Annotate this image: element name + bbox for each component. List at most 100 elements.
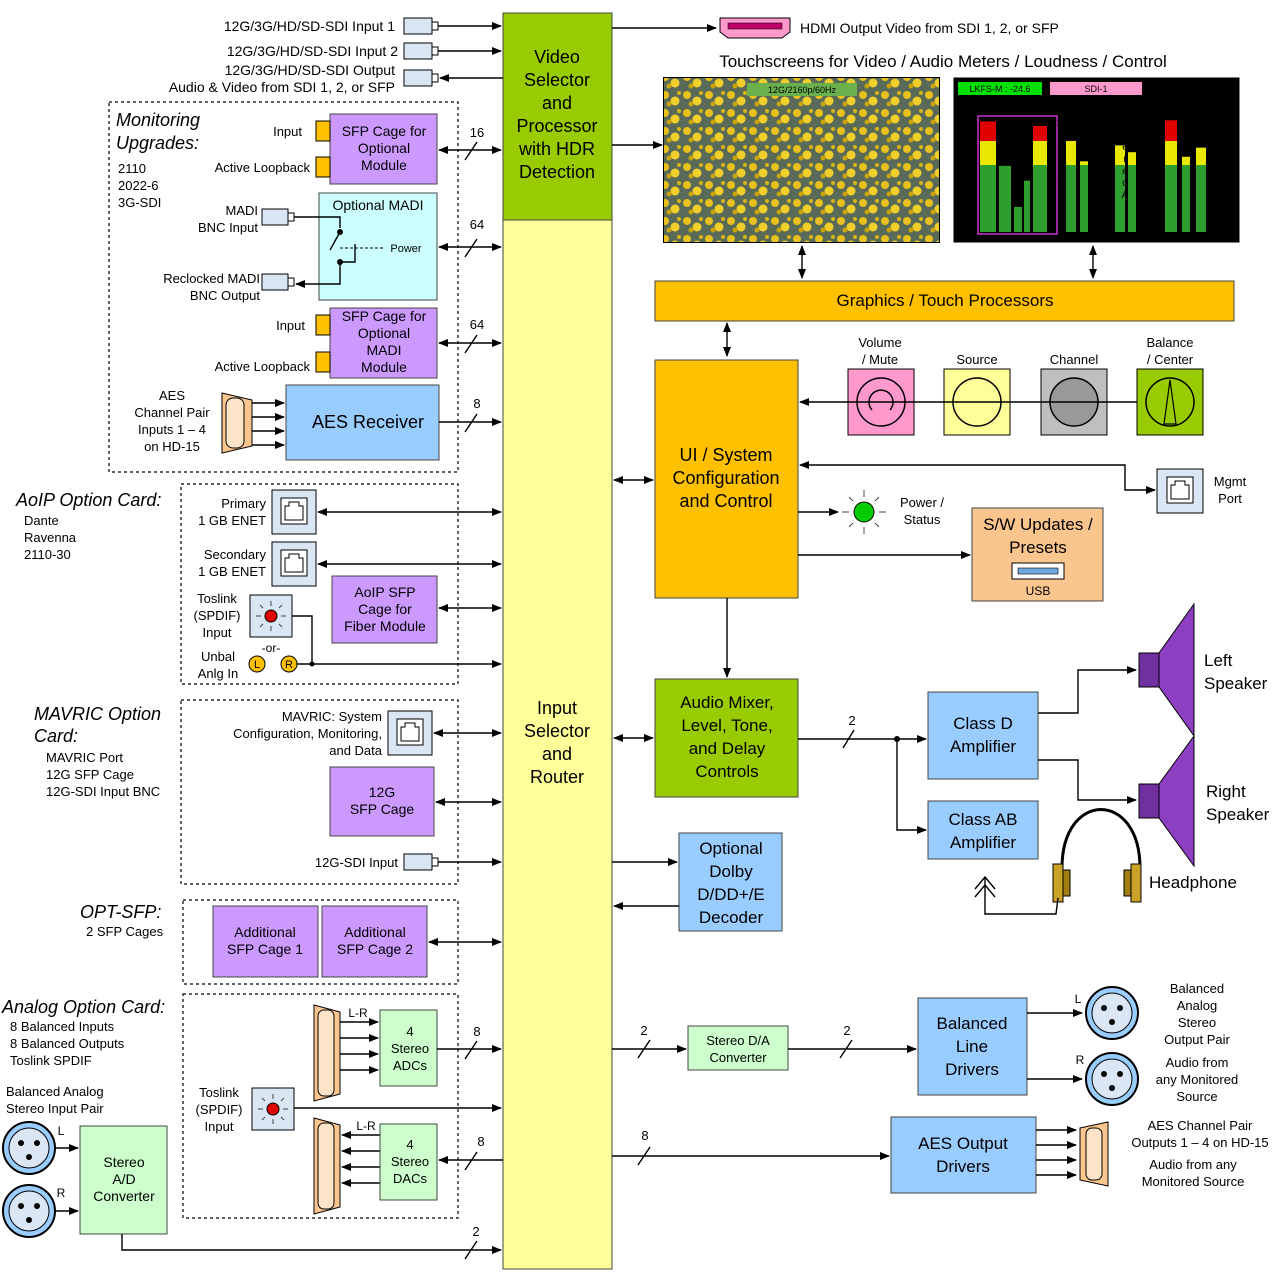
ui-system-block xyxy=(654,359,799,599)
sw-label: S/W Updates /Presets xyxy=(983,515,1093,557)
meter-selection-frame xyxy=(977,115,1058,235)
madi-sfp-loopback-label: Active Loopback xyxy=(215,359,311,374)
meter-bar xyxy=(1196,165,1206,232)
meter-bar xyxy=(1033,165,1047,232)
db25-output-connector-icon xyxy=(313,1117,341,1215)
video-selector-block xyxy=(502,12,613,221)
madi-sfp-bus-label: 64 xyxy=(470,317,484,332)
madi-title: Optional MADI xyxy=(332,197,423,213)
sfp-bus-label: 16 xyxy=(470,125,484,140)
left-speaker-icon xyxy=(1138,602,1195,738)
hdmi-output-label: HDMI Output Video from SDI 1, 2, or SFP xyxy=(800,20,1059,36)
da-bus-in-label: 2 xyxy=(640,1023,647,1038)
video-resolution-badge xyxy=(747,83,857,96)
meter-scale-right: -30 xyxy=(1222,159,1234,168)
meter-bar xyxy=(1128,165,1136,232)
meter-scale-left: -30 xyxy=(960,159,972,168)
monitoring-upgrades-frame xyxy=(108,101,459,473)
meter-scale-left: -00 xyxy=(960,114,972,123)
madi-bnc-output-icon xyxy=(261,273,295,291)
meter-bar xyxy=(1165,141,1177,165)
stereo-dacs-block xyxy=(379,1123,438,1201)
meter-bar xyxy=(1066,141,1076,165)
power-label: Power /Status xyxy=(900,495,944,527)
meter-bar xyxy=(980,121,996,141)
meter-scale-left: -40 xyxy=(960,180,972,189)
opt-sfp-sub: 2 SFP Cages xyxy=(86,924,164,939)
xlr-output-left-icon xyxy=(1085,986,1139,1040)
meter-scale-left: -20 xyxy=(960,137,972,146)
stereo-ad-converter-block xyxy=(79,1125,168,1235)
graphics-processor-block xyxy=(654,280,1235,322)
meter-scale-right: -00 xyxy=(1222,114,1234,123)
right-speaker-icon xyxy=(1138,734,1195,868)
loudness-label: LKFS-M : -24.6 xyxy=(969,84,1030,94)
meter-bar xyxy=(1066,165,1076,232)
aoip-or-label: -or- xyxy=(262,641,281,655)
source-badge xyxy=(1050,82,1142,95)
aoip-toslink-icon xyxy=(249,594,293,638)
secondary-ethernet-port-icon xyxy=(271,541,317,587)
sw-updates-block xyxy=(971,507,1104,602)
dac-lr-label: L-R xyxy=(356,1119,376,1133)
meter-bar xyxy=(1128,152,1136,165)
headphone-label: Headphone xyxy=(1149,873,1237,892)
meter-bar xyxy=(1033,141,1047,165)
volume-label: Volume/ Mute xyxy=(858,335,901,367)
sdi-output-connector xyxy=(403,69,439,87)
bal-in-l-label: L xyxy=(58,1124,65,1138)
mavric-sdi-label: 12G-SDI Input xyxy=(315,855,398,870)
power-status-led-icon xyxy=(842,490,886,534)
aoip-toslink-label: Toslink(SPDIF)Input xyxy=(194,591,241,640)
usb-label: USB xyxy=(1026,584,1051,598)
line-out-l-label: L xyxy=(1075,992,1082,1006)
sdi-input-2-connector xyxy=(403,42,439,60)
primary-ethernet-port-icon xyxy=(271,489,317,535)
optional-madi-block xyxy=(318,192,438,301)
madi-power-label: Power xyxy=(390,243,422,255)
balance-knob-box xyxy=(1136,368,1204,436)
meter-channel-label: 2 xyxy=(1090,118,1096,129)
sfp-input-label: Input xyxy=(273,124,302,139)
sdi-input-1-label: 12G/3G/HD/SD-SDI Input 1 xyxy=(224,18,395,34)
dac-bus-label: 8 xyxy=(477,1134,484,1149)
da-bus-out-label: 2 xyxy=(843,1023,850,1038)
balance-label: Balance/ Center xyxy=(1147,335,1194,367)
additional-sfp-cage-2-block xyxy=(321,905,428,978)
aes-output-drivers-block xyxy=(890,1116,1037,1194)
opt-sfp-title: OPT-SFP: xyxy=(80,902,161,922)
touchscreens-title: Touchscreens for Video / Audio Meters / … xyxy=(719,52,1167,71)
class-d-amplifier-block xyxy=(927,691,1039,780)
stereo-adcs-block xyxy=(379,1009,438,1087)
mavric-option-frame xyxy=(180,699,459,885)
sdi-input-1-connector xyxy=(403,17,439,35)
aoip-sfp-cage-block xyxy=(331,575,438,644)
meter-scale-right: -60 xyxy=(1222,212,1234,221)
analog-option-frame xyxy=(182,993,459,1219)
meter-bar xyxy=(1182,165,1190,232)
aoip-l-label: L xyxy=(254,659,260,671)
analog-title: Analog Option Card: xyxy=(1,997,165,1017)
additional-sfp-cage-1-block xyxy=(212,905,319,978)
